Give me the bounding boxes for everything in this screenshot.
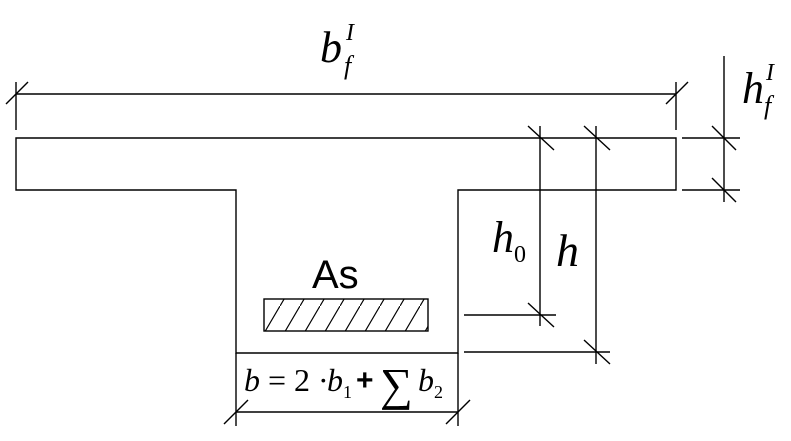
formula-two: 2 [294, 362, 310, 398]
effective-depth-sub: 0 [514, 242, 526, 268]
formula-b1-sub: 1 [343, 382, 352, 402]
web-width-dimension [223, 353, 471, 426]
flange-width-sup: I [345, 20, 355, 46]
formula-b1: b [327, 362, 343, 398]
flange-height-sup: I [765, 60, 775, 86]
formula-equals: = [268, 362, 286, 398]
flange-height-label: h I f [742, 60, 775, 120]
flange-width-main: b [320, 23, 342, 72]
effective-depth-main: h [492, 213, 514, 262]
total-height-label: h [556, 225, 579, 276]
formula-b2-sub: 2 [434, 382, 443, 402]
formula-sigma: ∑ [380, 359, 413, 410]
reinforcement-bar [263, 298, 429, 332]
formula-b2: b [418, 362, 434, 398]
reinforcement-label: As [312, 253, 359, 297]
flange-width-dimension [5, 81, 689, 130]
flange-width-label: b I f [320, 20, 355, 80]
formula-plus: + [356, 364, 374, 397]
flange-height-sub: f [764, 91, 775, 120]
flange-width-sub: f [344, 51, 355, 80]
total-height-dimension [464, 125, 611, 365]
effective-depth-dimension [464, 125, 556, 328]
flange-height-main: h [742, 64, 764, 113]
flange-height-dimension [682, 56, 740, 203]
web-width-formula: b = 2 · b 1 + ∑ b 2 [244, 359, 443, 410]
effective-depth-label: h 0 [492, 213, 526, 268]
formula-dot: · [318, 362, 329, 398]
formula-b: b [244, 362, 260, 398]
